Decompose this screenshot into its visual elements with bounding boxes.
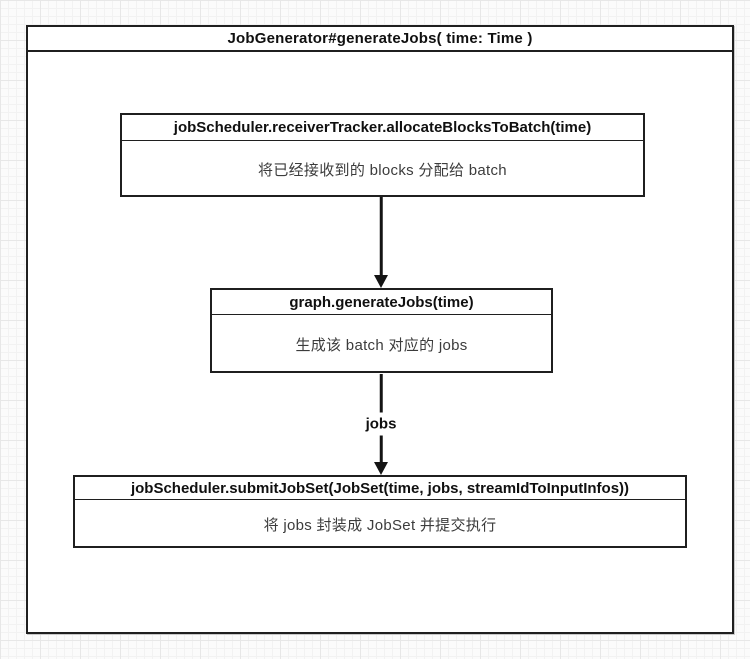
arrow-shaft: [379, 197, 383, 276]
node-submit-job-set: jobScheduler.submitJobSet(JobSet(time, j…: [73, 475, 687, 548]
node-header-generate-jobs: graph.generateJobs(time): [212, 290, 551, 315]
arrow-head: [374, 275, 388, 288]
node-header-submit-job-set: jobScheduler.submitJobSet(JobSet(time, j…: [75, 477, 685, 500]
node-body-submit-job-set: 将 jobs 封装成 JobSet 并提交执行: [263, 516, 497, 534]
node-generate-jobs: graph.generateJobs(time) 生成该 batch 对应的 j…: [210, 288, 553, 373]
arrow-down-icon: [373, 197, 389, 288]
node-body-allocate-blocks: 将已经接收到的 blocks 分配给 batch: [258, 161, 507, 179]
node-body-generate-jobs: 生成该 batch 对应的 jobs: [295, 336, 468, 354]
edge-label-jobs: jobs: [359, 412, 403, 436]
frame-title-bar: JobGenerator#generateJobs( time: Time ): [28, 27, 732, 52]
node-header-allocate-blocks: jobScheduler.receiverTracker.allocateBlo…: [122, 115, 643, 141]
arrow-head: [374, 462, 388, 475]
frame-title: JobGenerator#generateJobs( time: Time ): [227, 30, 533, 47]
node-allocate-blocks-to-batch: jobScheduler.receiverTracker.allocateBlo…: [120, 113, 645, 197]
